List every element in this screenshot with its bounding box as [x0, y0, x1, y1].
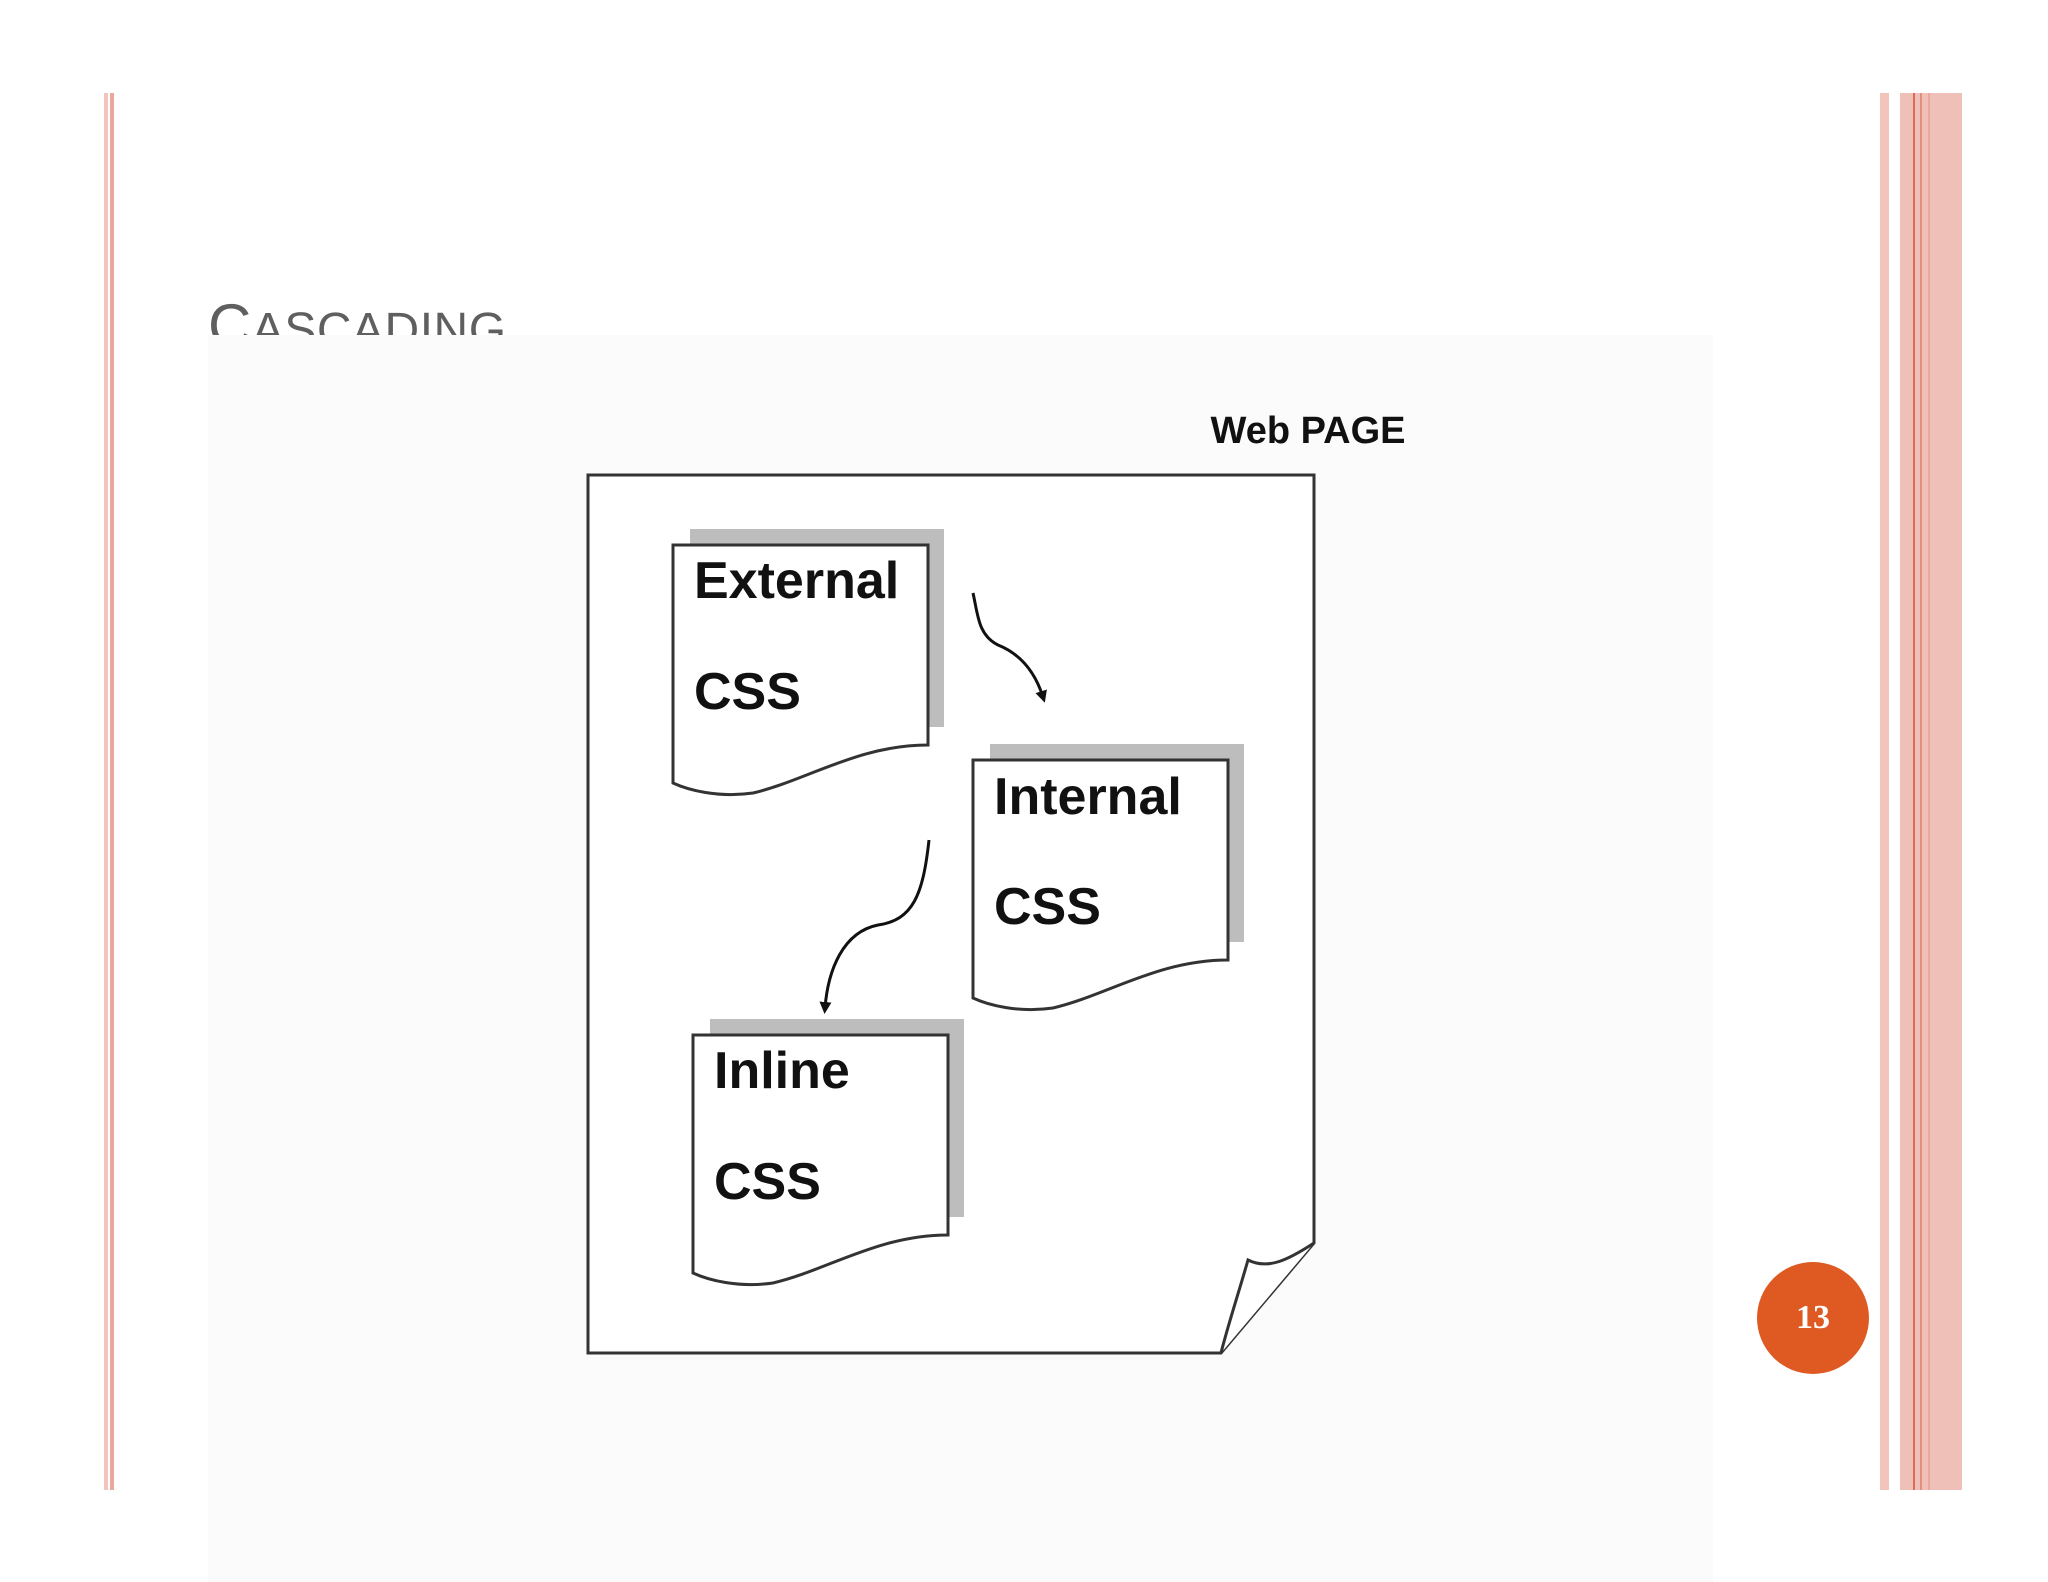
right-border-line-c — [1928, 93, 1930, 1490]
diagram-area: Web PAGE External CSS Internal CSS Inlin… — [208, 335, 1713, 1582]
left-border-rule — [104, 93, 108, 1490]
right-border-line-a — [1913, 93, 1915, 1490]
arrow-internal-to-inline — [819, 839, 931, 1014]
web-page-label: Web PAGE — [1211, 410, 1406, 452]
inline-css-line1: Inline — [714, 1042, 850, 1100]
inline-css-document: Inline CSS — [691, 1019, 964, 1287]
external-css-document: External CSS — [671, 529, 944, 797]
right-border-band-wide — [1900, 93, 1962, 1490]
internal-css-line1: Internal — [994, 768, 1182, 826]
external-css-line1: External — [694, 552, 899, 610]
right-border-band — [1880, 93, 1889, 1490]
right-border-line-b — [1920, 93, 1922, 1490]
page-number-badge: 13 — [1757, 1262, 1869, 1374]
internal-css-outline — [971, 758, 1230, 1012]
web-page-folded-corner — [1219, 1241, 1315, 1354]
left-border-rule-inner — [110, 93, 114, 1490]
inline-css-line2: CSS — [714, 1153, 821, 1211]
arrow-external-to-internal — [971, 592, 1047, 703]
external-css-line2: CSS — [694, 663, 801, 721]
cascading-diagram: Web PAGE External CSS Internal CSS Inlin… — [586, 410, 1406, 1355]
internal-css-document: Internal CSS — [971, 744, 1244, 1012]
external-css-outline — [671, 543, 930, 797]
internal-css-line2: CSS — [994, 878, 1101, 936]
inline-css-outline — [691, 1033, 950, 1287]
